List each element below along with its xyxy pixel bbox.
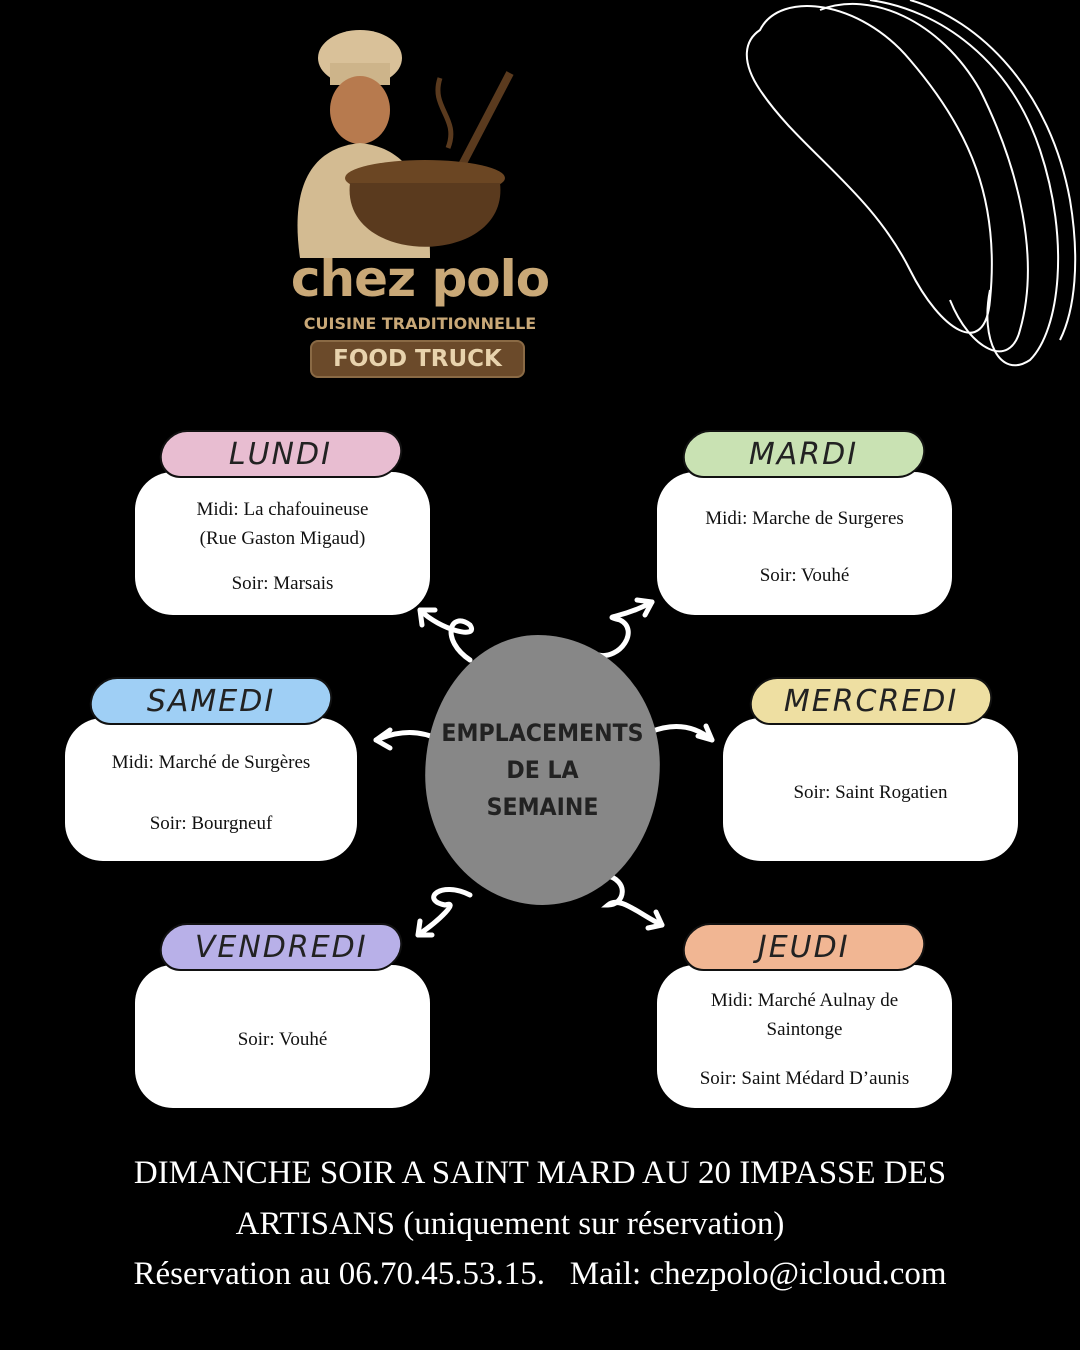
center-line: DE LA [506, 755, 579, 784]
day-tab-mardi: MARDI [679, 430, 929, 478]
day-label: VENDREDI [194, 930, 368, 965]
day-tab-mercredi: MERCREDI [746, 677, 996, 725]
day-label: MERCREDI [783, 684, 959, 719]
arrow-to-mardi [595, 597, 655, 658]
arrow-to-lundi [417, 607, 475, 663]
center-line: SEMAINE [486, 792, 599, 821]
lunch-location-detail: Saintonge [766, 1019, 843, 1040]
sunday-info-line1: DIMANCHE SOIR A SAINT MARD AU 20 IMPASSE… [133, 1155, 947, 1191]
lunch-location: Midi: Marché Aulnay de [710, 990, 899, 1011]
center-bubble: EMPLACEMENTS DE LA SEMAINE [425, 635, 660, 905]
chef-illustration [297, 30, 514, 258]
day-card-mercredi: Soir: Saint Rogatien [723, 718, 1018, 861]
day-label: JEUDI [758, 930, 850, 965]
day-card-lundi: Midi: La chafouineuse (Rue Gaston Migaud… [135, 472, 430, 615]
day-tab-jeudi: JEUDI [679, 923, 929, 971]
day-label: MARDI [749, 437, 859, 472]
evening-location: Soir: Saint Médard D’aunis [699, 1068, 910, 1089]
logo-name: chez polo [290, 250, 550, 308]
sunday-info-line2: ARTISANS (uniquement sur réservation) [235, 1206, 785, 1242]
lunch-location: Midi: La chafouineuse [196, 499, 369, 520]
day-tab-vendredi: VENDREDI [156, 923, 406, 971]
day-card-vendredi: Soir: Vouhé [135, 965, 430, 1108]
day-label: LUNDI [229, 437, 333, 472]
day-tab-lundi: LUNDI [156, 430, 406, 478]
arrow-to-mercredi [647, 723, 715, 743]
arrow-to-jeudi [601, 872, 665, 931]
day-card-mardi: Midi: Marche de Surgeres Soir: Vouhé [657, 472, 952, 615]
contact-info: Réservation au 06.70.45.53.15. Mail: che… [133, 1256, 947, 1292]
evening-location: Soir: Marsais [231, 573, 334, 594]
lunch-location: Midi: Marché de Surgères [111, 751, 311, 773]
lunch-location: Midi: Marche de Surgeres [705, 507, 904, 529]
logo-tagline: CUISINE TRADITIONNELLE [303, 314, 537, 333]
evening-location: Soir: Vouhé [759, 564, 850, 586]
evening-location: Soir: Saint Rogatien [793, 782, 948, 803]
day-label: SAMEDI [146, 684, 276, 719]
evening-location: Soir: Vouhé [237, 1029, 328, 1050]
day-card-samedi: Midi: Marché de Surgères Soir: Bourgneuf [65, 718, 357, 861]
evening-location: Soir: Bourgneuf [149, 812, 273, 834]
day-tab-samedi: SAMEDI [86, 677, 336, 725]
center-line: EMPLACEMENTS [441, 718, 644, 747]
logo: chez polo CUISINE TRADITIONNELLE FOOD TR… [280, 18, 560, 383]
day-card-jeudi: Midi: Marché Aulnay de Saintonge Soir: S… [657, 965, 952, 1108]
decorative-squiggle [745, 0, 1077, 367]
lunch-location-detail: (Rue Gaston Migaud) [199, 528, 366, 549]
arrow-to-vendredi [415, 887, 473, 938]
logo-badge: FOOD TRUCK [310, 340, 525, 378]
